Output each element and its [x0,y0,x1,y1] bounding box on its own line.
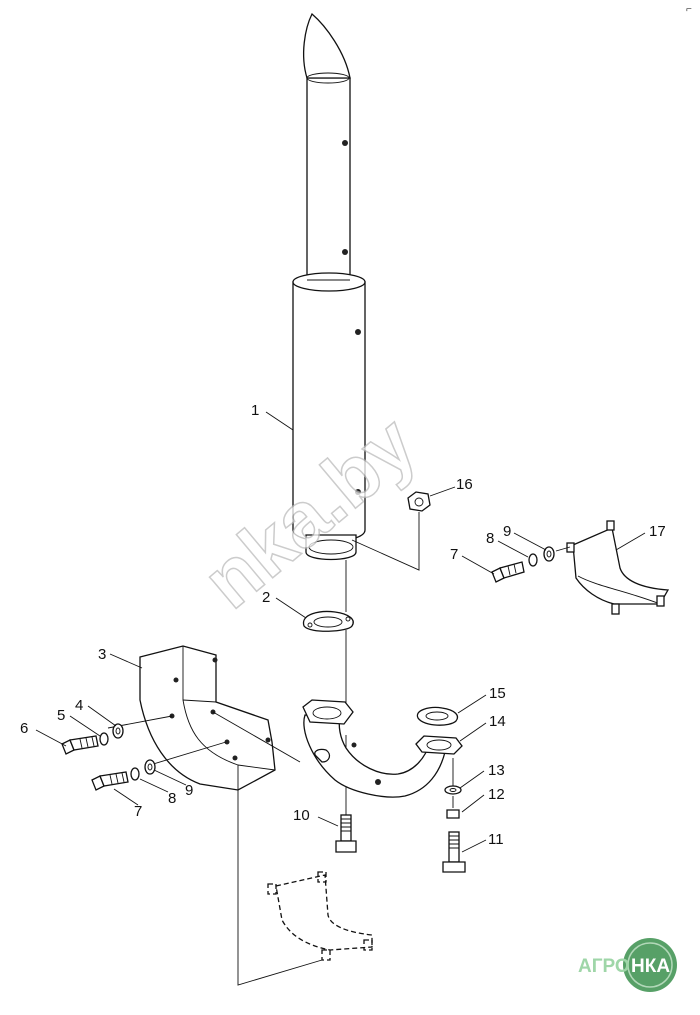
callout-16: 16 [456,476,473,493]
bolt-part-10 [335,814,357,853]
logo-text-right: НКА [631,956,670,977]
callout-9-right: 9 [503,523,511,540]
logo-text-left: АГРО [578,956,630,977]
callout-6: 6 [20,720,28,737]
callout-1: 1 [251,402,259,419]
bolt-part-11 [442,831,466,873]
lock-washer-part-5 [99,732,109,746]
washer-part-13 [444,785,462,795]
callout-2: 2 [262,589,270,606]
elbow-pipe-part-14 [302,699,463,798]
callout-7-right: 7 [450,546,458,563]
bolt-part-6 [61,735,99,755]
callout-9-left: 9 [185,782,193,799]
callout-3: 3 [98,646,106,663]
callout-12: 12 [488,786,505,803]
dashed-bracket-hidden [267,871,373,961]
axis-line-right-bracket [555,546,571,552]
washer-part-9-right [543,546,555,562]
lock-washer-part-8-left [130,767,140,781]
callout-15: 15 [489,685,506,702]
bracket-part-3 [139,645,276,791]
muffler-part-1 [292,12,366,561]
lock-washer-part-12 [446,809,460,819]
washer-part-4 [112,723,124,739]
callout-7-left: 7 [134,803,142,820]
callout-leaders [35,411,646,853]
bolt-part-7-left [91,771,129,791]
callout-5: 5 [57,707,65,724]
axis-line-bracket [107,711,323,986]
callout-14: 14 [489,713,506,730]
corner-mark: ⌐ [686,4,692,15]
agronka-logo: АГРО НКА [578,938,677,992]
washer-part-9-left [144,759,156,775]
gasket-part-2 [302,610,354,632]
callout-8-left: 8 [168,790,176,807]
callout-labels: 1 2 3 4 5 6 7 8 9 7 8 9 10 11 12 13 14 1… [20,402,666,848]
callout-10: 10 [293,807,310,824]
callout-17: 17 [649,523,666,540]
callout-4: 4 [75,697,83,714]
callout-8-right: 8 [486,530,494,547]
callout-13: 13 [488,762,505,779]
lock-washer-part-8-right [528,553,538,567]
callout-11: 11 [488,831,504,848]
gasket-part-15 [416,706,459,726]
bolt-part-7-right [491,561,525,583]
nut-part-16 [351,491,431,571]
bracket-part-17 [566,520,670,615]
